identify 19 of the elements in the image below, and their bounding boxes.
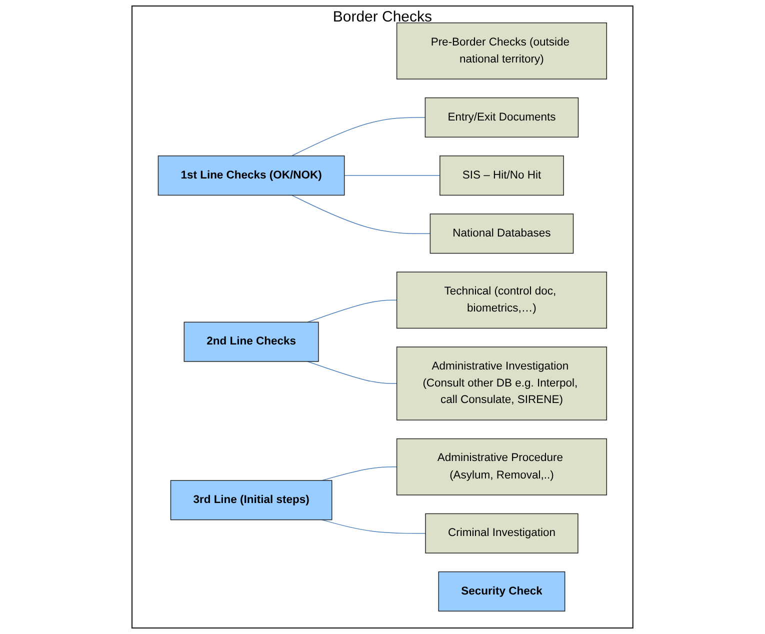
node-box: 3rd Line (Initial steps) [170, 480, 332, 520]
connector [322, 466, 398, 481]
node-box: Administrative Procedure (Asylum, Removal,..) [396, 438, 608, 496]
node-box: Criminal Investigation [425, 513, 578, 554]
node-box: SIS – Hit/No Hit [440, 156, 564, 196]
node-box: 2nd Line Checks [184, 322, 319, 362]
connector [291, 194, 431, 234]
node-box: National Databases [430, 214, 574, 254]
node-box: Security Check [438, 571, 566, 612]
connector [307, 361, 398, 384]
connector [307, 300, 398, 323]
node-box: Technical (control doc, biometrics,…) [396, 272, 608, 329]
node-box: 1st Line Checks (OK/NOK) [158, 156, 345, 196]
connector [344, 175, 440, 176]
connector [291, 117, 426, 156]
node-box: Pre-Border Checks (outside national territory) [396, 22, 608, 80]
connector [322, 519, 426, 534]
node-box: Entry/Exit Documents [424, 97, 579, 138]
node-box: Administrative Investigation (Consult other DB e.g. Interpol, call Consulate, SIRENE) [396, 346, 608, 420]
